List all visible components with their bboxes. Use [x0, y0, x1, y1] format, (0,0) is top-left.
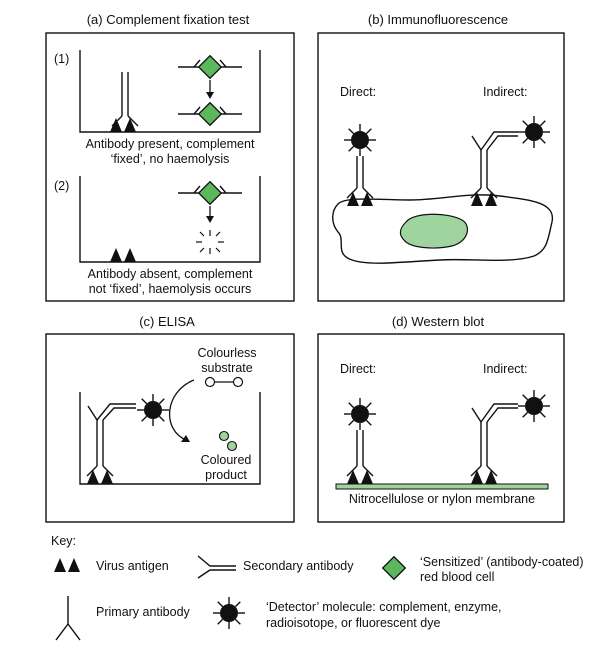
product-label-2: product: [205, 468, 247, 482]
key-title: Key:: [51, 534, 76, 548]
detector-molecule-d-direct: [343, 397, 377, 431]
virus-antigen-key-icon: [54, 558, 80, 572]
panel-a-step1-label: (1): [54, 52, 69, 66]
panel-b-direct-label: Direct:: [340, 85, 376, 99]
primary-antibody-b-indirect: [470, 150, 498, 199]
primary-antibody-a1: [111, 72, 139, 127]
membrane-strip: [335, 483, 549, 490]
key-detector-2: radioisotope, or fluorescent dye: [266, 616, 440, 630]
key-virus-antigen: Virus antigen: [96, 559, 169, 573]
panel-a-well-2: [79, 176, 261, 263]
panel-d-indirect-label: Indirect:: [483, 362, 527, 376]
key-primary-antibody: Primary antibody: [96, 605, 191, 619]
primary-antibody-d-indirect: [470, 422, 498, 477]
labelled-antibody-d-direct: [346, 430, 374, 477]
panel-a-step2-caption-2: not ‘fixed’, haemolysis occurs: [89, 282, 252, 296]
substrate-label-1: Colourless: [197, 346, 256, 360]
virus-antigen-a2: [110, 248, 136, 262]
secondary-antibody-key-icon: [197, 555, 236, 579]
panel-a-step1-caption-1: Antibody present, complement: [86, 137, 255, 151]
panel-a-frame: [45, 32, 295, 302]
cell-nucleus: [399, 213, 469, 249]
key-secondary-antibody: Secondary antibody: [243, 559, 354, 573]
panel-d-frame: [317, 333, 565, 523]
key-sensitized-2: red blood cell: [420, 570, 494, 584]
secondary-antibody-d-indirect: [471, 403, 518, 423]
panel-a-well-1: [79, 50, 261, 133]
panel-b-frame: [317, 32, 565, 302]
rbc-sensitized-a1-bottom: [178, 102, 242, 126]
reaction-arrow-c: [169, 379, 195, 442]
primary-antibody-c: [86, 420, 114, 477]
rbc-sensitized-a1-top: [178, 55, 242, 79]
detector-molecule-key-icon: [212, 596, 246, 630]
coloured-product-dots: [218, 430, 238, 452]
panel-c-well: [79, 392, 261, 485]
detector-enzyme-c: [136, 393, 170, 427]
primary-antibody-key-icon: [55, 596, 81, 641]
haemolysis-burst-icon: [196, 230, 224, 254]
key-sensitized-1: ‘Sensitized’ (antibody-coated): [420, 555, 584, 569]
panel-d-title: (d) Western blot: [392, 314, 485, 329]
detector-molecule-b-direct: [343, 123, 377, 157]
panel-a-step2-label: (2): [54, 179, 69, 193]
panel-b-title: (b) Immunofluorescence: [368, 12, 508, 27]
secondary-antibody-c: [87, 403, 136, 421]
panel-b-indirect-label: Indirect:: [483, 85, 527, 99]
substrate-label-2: substrate: [201, 361, 252, 375]
panel-c-frame: [45, 333, 295, 523]
product-label-1: Coloured: [201, 453, 252, 467]
rbc-sensitized-a2: [178, 181, 242, 205]
secondary-antibody-b-indirect: [471, 131, 518, 151]
panel-a-step1-caption-2: ‘fixed’, no haemolysis: [111, 152, 230, 166]
arrow-down-a1: [206, 80, 214, 99]
membrane-label: Nitrocellulose or nylon membrane: [349, 492, 535, 506]
detector-molecule-d-indirect: [517, 389, 551, 423]
detector-molecule-b-indirect: [517, 115, 551, 149]
panel-d-direct-label: Direct:: [340, 362, 376, 376]
rbc-key-icon: [382, 556, 406, 580]
panel-a-step2-caption-1: Antibody absent, complement: [88, 267, 253, 281]
panel-c-title: (c) ELISA: [139, 314, 195, 329]
panel-a-title: (a) Complement fixation test: [87, 12, 250, 27]
arrow-down-a2: [206, 206, 214, 223]
substrate-molecule-icon: [204, 376, 244, 388]
labelled-antibody-b-direct: [346, 156, 374, 199]
key-detector-1: ‘Detector’ molecule: complement, enzyme,: [266, 600, 502, 614]
